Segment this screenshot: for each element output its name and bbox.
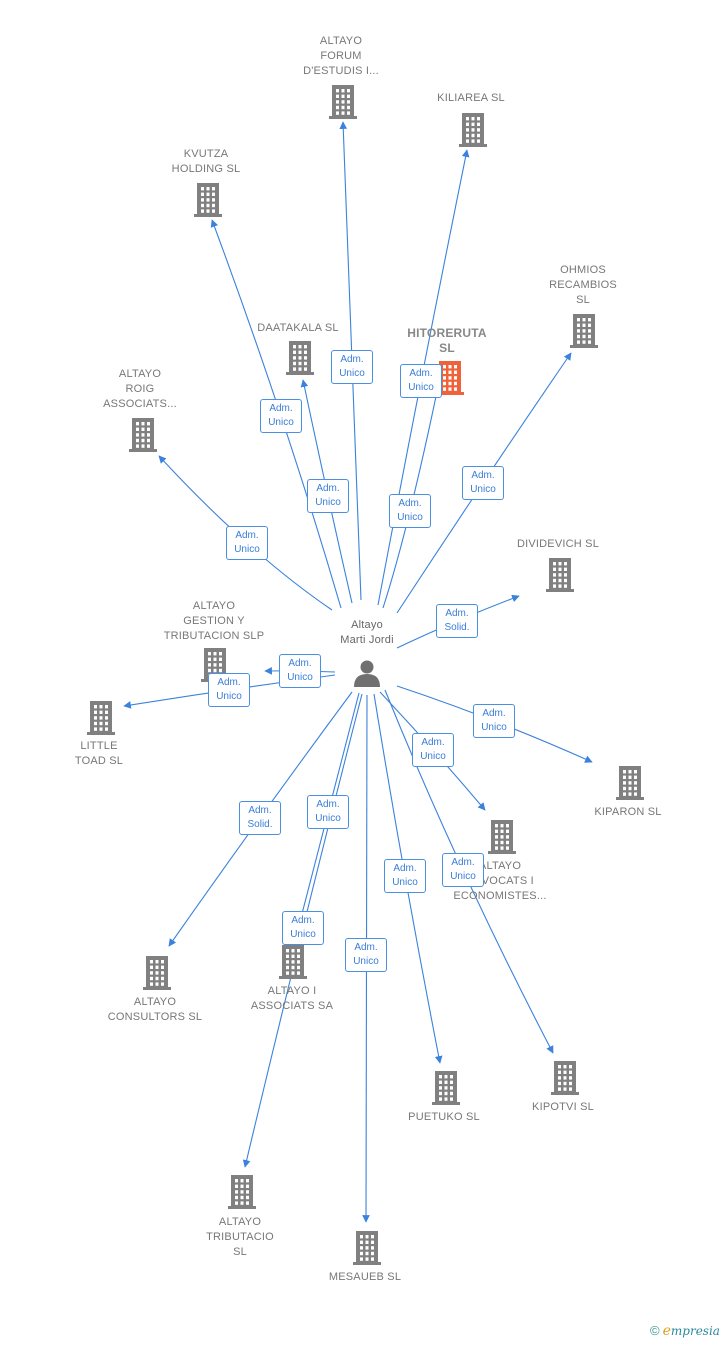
building-icon-puetuko[interactable] [432, 1071, 460, 1105]
edge-label-dividevich[interactable]: Adm. Solid. [436, 604, 478, 638]
center-person-label: Altayo Marti Jordi [340, 619, 394, 646]
building-icon-altayo-advocats[interactable] [488, 820, 516, 854]
node-label-kiliarea: KILIAREA SL [437, 92, 505, 104]
edge-label-mesaueb[interactable]: Adm. Unico [345, 938, 387, 972]
edge-label-altayo-consultors[interactable]: Adm. Solid. [239, 801, 281, 835]
node-label-altayo-gestion: ALTAYO GESTION Y TRIBUTACION SLP [163, 600, 265, 642]
edge-label-altayo-gestion[interactable]: Adm. Unico [279, 654, 321, 688]
node-label-kvutza: KVUTZA HOLDING SL [171, 148, 241, 175]
building-icon-mesaueb[interactable] [353, 1231, 381, 1265]
edge-label-altayo-roig[interactable]: Adm. Unico [226, 526, 268, 560]
edge-label-altayo-tributacio[interactable]: Adm. Unico [282, 911, 324, 945]
nodes-layer [87, 85, 644, 1265]
copyright-symbol: © [650, 1323, 660, 1338]
node-label-ohmios: OHMIOS RECAMBIOS SL [549, 264, 617, 306]
building-icon-kvutza[interactable] [194, 183, 222, 217]
node-label-little-toad: LITTLE TOAD SL [74, 740, 124, 767]
person-icon[interactable] [354, 660, 380, 688]
building-icon-kiparon[interactable] [616, 766, 644, 800]
edge-label-kipotvi[interactable]: Adm. Unico [442, 853, 484, 887]
node-label-altayo-roig: ALTAYO ROIG ASSOCIATS... [103, 368, 177, 410]
edge-label-daatakala[interactable]: Adm. Unico [307, 479, 349, 513]
building-icon-daatakala[interactable] [286, 341, 314, 375]
edge-label-altayo-advocats[interactable]: Adm. Unico [412, 733, 454, 767]
empresia-brand[interactable]: ©empresia [650, 1323, 720, 1339]
edge-label-kiliarea[interactable]: Adm. Unico [400, 364, 442, 398]
building-icon-altayo-roig[interactable] [129, 418, 157, 452]
building-icon-altayo-consultors[interactable] [143, 956, 171, 990]
brand-logo-e: e [662, 1323, 671, 1339]
building-icon-kipotvi[interactable] [551, 1061, 579, 1095]
edge-label-ohmios[interactable]: Adm. Unico [462, 466, 504, 500]
edge-label-kiparon[interactable]: Adm. Unico [473, 704, 515, 738]
edge-label-hitoreruta[interactable]: Adm. Unico [389, 494, 431, 528]
building-icon-altayo-forum[interactable] [329, 85, 357, 119]
edge-label-little-toad[interactable]: Adm. Unico [208, 673, 250, 707]
node-label-kiparon: KIPARON SL [594, 806, 662, 818]
building-icon-dividevich[interactable] [546, 558, 574, 592]
node-label-dividevich: DIVIDEVICH SL [516, 538, 600, 550]
edge-label-altayo-forum[interactable]: Adm. Unico [331, 350, 373, 384]
node-label-daatakala: DAATAKALA SL [257, 322, 339, 334]
node-label-altayo-forum: ALTAYO FORUM D'ESTUDIS I... [303, 35, 379, 77]
node-label-altayo-associats: ALTAYO I ASSOCIATS SA [250, 985, 334, 1012]
building-icon-kiliarea[interactable] [459, 113, 487, 147]
building-icon-little-toad[interactable] [87, 701, 115, 735]
node-label-altayo-tributacio: ALTAYO TRIBUTACIO SL [206, 1216, 274, 1258]
building-icon-altayo-tributacio[interactable] [228, 1175, 256, 1209]
building-icon-altayo-associats[interactable] [279, 945, 307, 979]
node-label-kipotvi: KIPOTVI SL [532, 1101, 594, 1113]
edge-label-puetuko[interactable]: Adm. Unico [384, 859, 426, 893]
node-label-hitoreruta: HITORERUTA SL [407, 326, 487, 355]
node-label-altayo-consultors: ALTAYO CONSULTORS SL [107, 996, 203, 1023]
node-label-mesaueb: MESAUEB SL [328, 1271, 402, 1283]
brand-logo-text: mpresia [670, 1324, 720, 1338]
building-icon-hitoreruta[interactable] [436, 361, 464, 395]
building-icon-ohmios[interactable] [570, 314, 598, 348]
node-label-puetuko: PUETUKO SL [408, 1111, 480, 1123]
edge-label-kvutza[interactable]: Adm. Unico [260, 399, 302, 433]
edge-label-altayo-associats[interactable]: Adm. Unico [307, 795, 349, 829]
